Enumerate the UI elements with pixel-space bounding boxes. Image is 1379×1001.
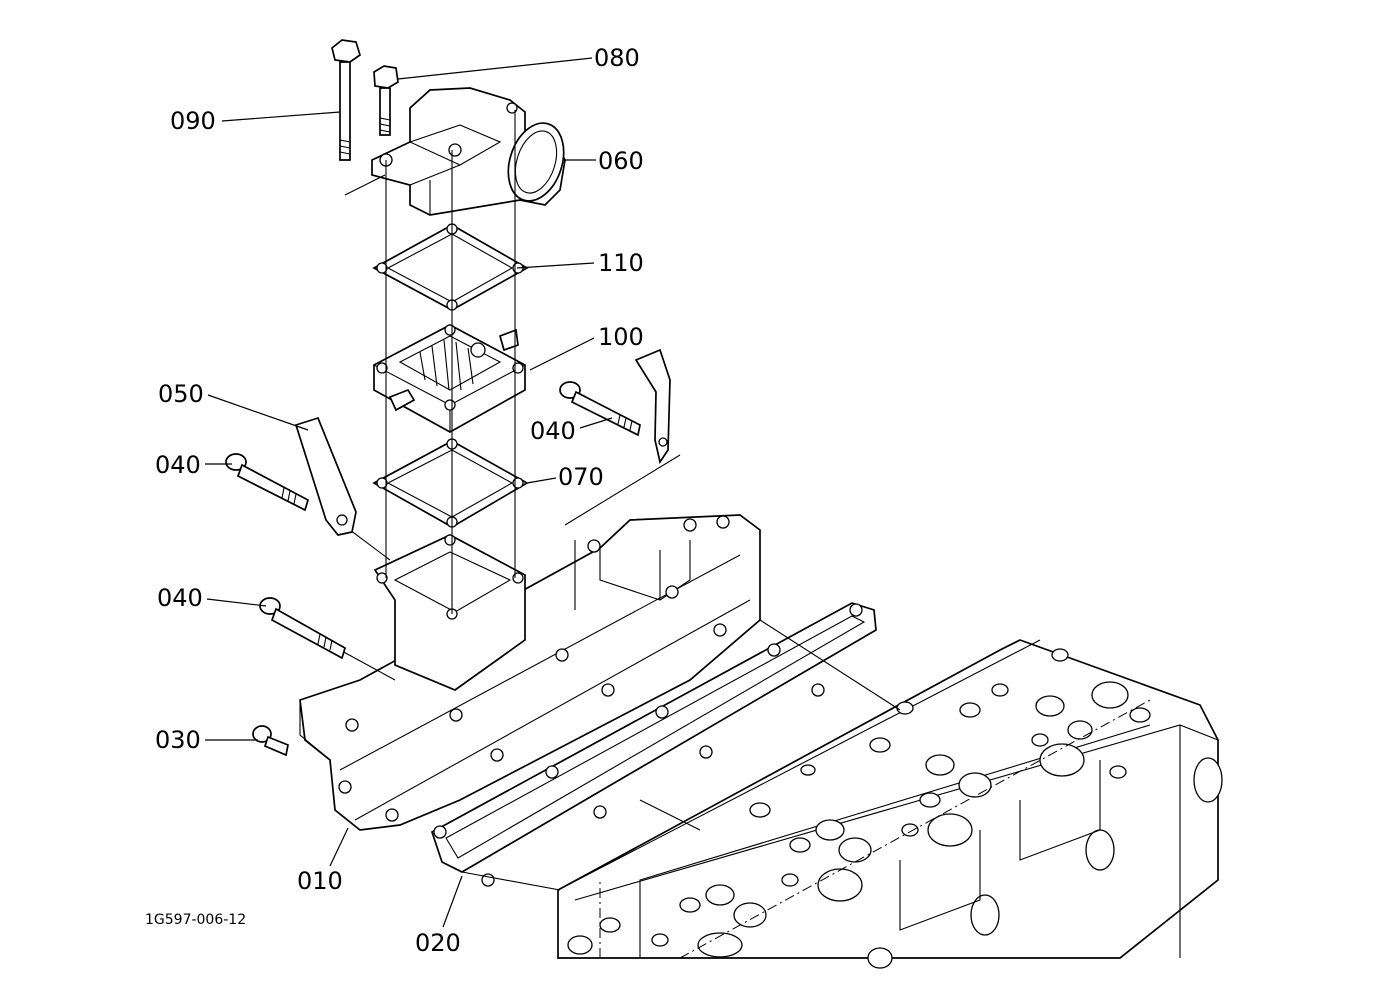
bracket-050-right: [634, 348, 671, 465]
leader-lines: [205, 57, 613, 928]
callout-040-right: 040: [530, 417, 576, 445]
drawing-reference-code: 1G597-006-12: [145, 912, 246, 928]
bolt-030: [252, 725, 289, 757]
bolt-040-lower-left: [259, 597, 347, 660]
callout-080: 080: [594, 44, 640, 72]
intake-air-heater: [373, 324, 526, 433]
callout-060: 060: [598, 147, 644, 175]
callout-040-lower-left: 040: [157, 584, 203, 612]
callout-070: 070: [558, 463, 604, 491]
bolt-080: [373, 65, 399, 136]
assembly-guides: [329, 110, 901, 891]
bolt-090: [331, 39, 361, 161]
bolt-040-upper-left: [225, 453, 310, 512]
callout-040-upper-left: 040: [155, 451, 201, 479]
intake-manifold: [299, 514, 761, 831]
callout-090: 090: [170, 107, 216, 135]
callout-020: 020: [415, 929, 461, 957]
bolt-040-right: [559, 381, 641, 437]
callout-labels: 080 090 060 110 100 050 040 040 070 040 …: [155, 44, 644, 957]
callout-050: 050: [158, 380, 204, 408]
callout-100: 100: [598, 323, 644, 351]
intake-elbow: [371, 87, 566, 216]
cylinder-head: [557, 639, 1223, 969]
bracket-050-left: [294, 416, 357, 536]
heater-gasket-upper: [372, 223, 529, 311]
callout-010: 010: [297, 867, 343, 895]
callout-030: 030: [155, 726, 201, 754]
callout-110: 110: [598, 249, 644, 277]
manifold-gasket: [430, 602, 877, 887]
heater-gasket-lower: [372, 438, 529, 528]
